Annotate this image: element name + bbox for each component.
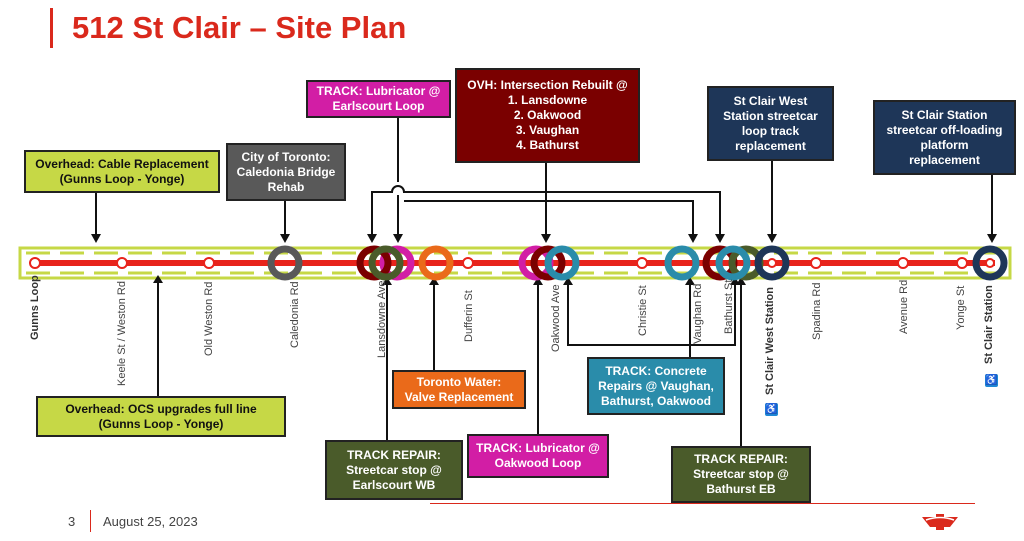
stop-label-old-weston: Old Weston Rd (203, 281, 215, 356)
stop-old-weston (203, 257, 215, 269)
box-toronto-water: Toronto Water:Valve Replacement (392, 370, 526, 409)
connectors (95, 118, 993, 446)
box-repair-earlscourt: TRACK REPAIR:Streetcar stop @Earlscourt … (325, 440, 463, 500)
ring-lub-earlscourt (379, 245, 415, 281)
footer-date: August 25, 2023 (103, 514, 198, 529)
stop-label-stclair-west: St Clair West Station (764, 287, 776, 395)
ring-toronto-water (418, 245, 454, 281)
stop-label-stclair-station: St Clair Station (983, 285, 995, 364)
stop-gunns-loop (29, 257, 41, 269)
stop-label-bathurst: Bathurst St (723, 279, 735, 334)
ring-ovh-oakwood (530, 245, 566, 281)
arrowheads (91, 234, 997, 285)
ttc-logo-icon (922, 514, 958, 530)
ring-stclair-station (972, 245, 1008, 281)
footer-separator (90, 510, 91, 532)
box-lubricator-oakwood: TRACK: Lubricator @Oakwood Loop (467, 434, 609, 478)
ring-ovh-lansdowne (356, 245, 392, 281)
stop-dufferin (462, 257, 474, 269)
accessible-icon: ♿ (765, 403, 778, 416)
route-band-outline (18, 246, 1012, 280)
ring-concrete-vaughan (664, 245, 700, 281)
stop-avenue (897, 257, 909, 269)
stop-label-dufferin: Dufferin St (463, 290, 475, 342)
stop-label-yonge: Yonge St (955, 285, 967, 330)
stop-label-gunns-loop: Gunns Loop (29, 275, 41, 340)
stop-label-caledonia: Caledonia Rd (289, 281, 301, 348)
box-overhead-cable: Overhead: Cable Replacement(Gunns Loop -… (24, 150, 220, 193)
ring-concrete-bathurst (715, 245, 751, 281)
page-title: 512 St Clair – Site Plan (72, 10, 407, 45)
ring-repair-earlscourt (368, 245, 404, 281)
box-ocs-upgrades: Overhead: OCS upgrades full line(Gunns L… (36, 396, 286, 437)
title-accent-bar (50, 8, 53, 48)
ring-centres (767, 258, 995, 268)
stop-label-oakwood: Oakwood Ave (550, 284, 562, 352)
stop-christie (636, 257, 648, 269)
stop-label-spadina: Spadina Rd (811, 282, 823, 341)
accessible-icon: ♿ (985, 374, 998, 387)
ring-concrete-oakwood (544, 245, 580, 281)
stop-label-vaughan: Vaughan Rd (692, 283, 704, 344)
stop-yonge (956, 257, 968, 269)
stop-label-lansdowne: Lansdowne Ave (376, 280, 388, 358)
ring-stclair-west (754, 245, 790, 281)
ring-caledonia (267, 245, 303, 281)
stop-spadina (810, 257, 822, 269)
box-repair-bathurst: TRACK REPAIR:Streetcar stop @Bathurst EB (671, 446, 811, 503)
box-lubricator-earlscourt: TRACK: Lubricator @Earlscourt Loop (306, 80, 451, 118)
stop-label-christie: Christie St (637, 285, 649, 336)
stop-label-keele: Keele St / Weston Rd (116, 281, 128, 386)
work-rings (267, 245, 1008, 281)
minor-stops (29, 257, 968, 269)
stop-keele (116, 257, 128, 269)
footer-rule (430, 503, 975, 504)
stop-label-avenue: Avenue Rd (898, 279, 910, 334)
page-number: 3 (68, 514, 76, 529)
